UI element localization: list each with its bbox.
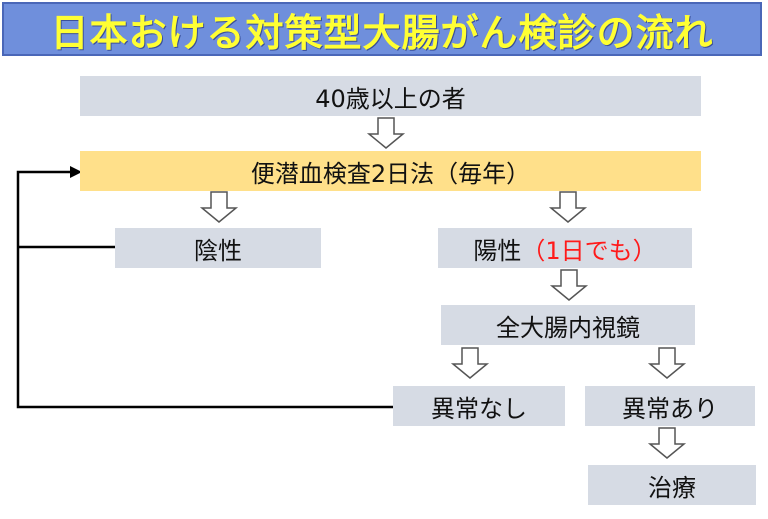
down-arrow-abnormality-to-treatment: [647, 427, 687, 459]
target-box: 40歳以上の者: [80, 76, 701, 116]
down-arrow-colonoscopy-to-no-abnormality: [450, 347, 490, 379]
down-arrow-fobt-to-positive: [548, 191, 588, 223]
loop-line-from-no-abnormality: [16, 170, 393, 409]
negative-box: 陰性: [115, 228, 321, 268]
treatment-label: 治療: [648, 473, 696, 502]
treatment-box: 治療: [588, 465, 756, 505]
loop-arrowhead: [70, 166, 82, 178]
positive-note: （1日でも）: [521, 236, 657, 265]
down-arrow-fobt-to-negative: [199, 191, 239, 223]
no-abnormality-label: 異常なし: [431, 394, 527, 423]
abnormality-label: 異常あり: [622, 394, 718, 423]
positive-label: 陽性: [473, 236, 522, 265]
positive-box: 陽性（1日でも）: [438, 228, 692, 268]
negative-label: 陰性: [194, 236, 242, 265]
colonoscopy-box: 全大腸内視鏡: [441, 305, 695, 345]
abnormality-box: 異常あり: [585, 386, 755, 426]
colonoscopy-label: 全大腸内視鏡: [496, 313, 640, 342]
down-arrow-positive-to-colonoscopy: [549, 269, 589, 301]
page-title: 日本おける対策型大腸がん検診の流れ: [50, 10, 714, 55]
fobt-label: 便潜血検査2日法（毎年）: [250, 159, 531, 188]
title-banner: 日本おける対策型大腸がん検診の流れ: [2, 2, 762, 56]
no-abnormality-box: 異常なし: [393, 386, 565, 426]
down-arrow-target-to-fobt: [366, 117, 406, 149]
target-label: 40歳以上の者: [315, 84, 466, 113]
fobt-box: 便潜血検査2日法（毎年）: [80, 151, 701, 191]
down-arrow-colonoscopy-to-abnormality: [647, 347, 687, 379]
